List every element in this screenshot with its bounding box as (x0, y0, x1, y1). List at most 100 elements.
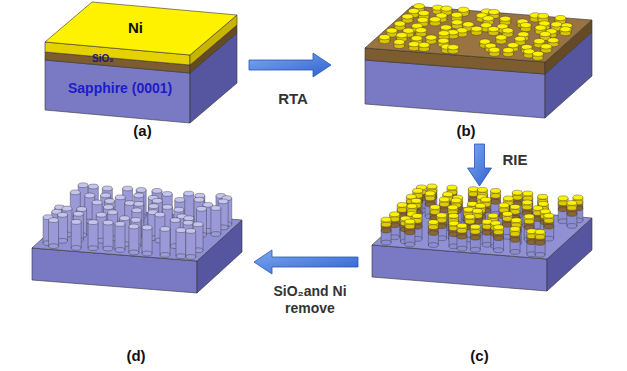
sapphire-pillar (211, 208, 221, 234)
nickel-island (379, 34, 390, 39)
sapphire-pillar (102, 186, 112, 191)
capped-pillar (428, 220, 438, 225)
capped-pillar (439, 202, 449, 207)
capped-pillar (494, 236, 504, 241)
capped-pillar (414, 232, 415, 244)
nickel-island (396, 33, 407, 38)
capped-pillar (443, 192, 453, 197)
capped-pillar (381, 240, 391, 245)
sapphire-pillar (138, 226, 139, 252)
capped-pillar (381, 228, 391, 233)
nickel-island (438, 38, 449, 43)
capped-pillar (405, 224, 415, 229)
layer-label: Ni (128, 19, 143, 36)
sapphire-pillar (146, 190, 147, 216)
capped-pillar (544, 224, 554, 229)
nickel-island (414, 4, 425, 9)
sapphire-pillar (129, 224, 139, 229)
sapphire-pillar (206, 209, 207, 235)
capped-pillar (381, 217, 391, 222)
capped-pillar (510, 237, 520, 242)
capped-pillar (510, 231, 520, 236)
capped-pillar (512, 195, 522, 200)
sapphire-pillar (154, 215, 155, 241)
nickel-island (500, 16, 511, 21)
nickel-island (458, 7, 469, 12)
sapphire-pillar (103, 223, 113, 249)
nickel-island (534, 39, 545, 44)
sapphire-pillar (185, 231, 186, 257)
capped-pillar (411, 198, 421, 203)
capped-pillar (413, 188, 423, 193)
capped-pillar (457, 246, 467, 251)
capped-pillar (437, 213, 447, 218)
layer-label: SiO₂ (92, 53, 114, 65)
step-label: RTA (268, 90, 318, 107)
sapphire-pillar (62, 206, 72, 211)
sapphire-pillar (186, 255, 196, 260)
nickel-island (535, 25, 546, 30)
capped-pillar (524, 227, 525, 239)
nickel-island (438, 31, 449, 36)
sapphire-pillar (115, 248, 125, 253)
nickel-island (471, 26, 482, 31)
step-label: RIE (490, 151, 540, 168)
capped-pillar (488, 213, 498, 218)
step-label: SiO₂and Ni remove (262, 283, 358, 317)
nickel-island (416, 28, 427, 33)
sapphire-pillar (134, 201, 144, 206)
sapphire-pillar (113, 223, 114, 249)
capped-pillar (381, 231, 382, 243)
process-arrow (249, 53, 331, 77)
nickel-island (394, 39, 405, 44)
capped-pillar (524, 214, 534, 219)
nickel-island (540, 31, 551, 36)
capped-pillar (428, 225, 438, 230)
sapphire-pillar (58, 215, 68, 241)
sapphire-pillar (88, 246, 98, 251)
sapphire-pillar (114, 224, 115, 250)
capped-pillar (475, 203, 485, 208)
capped-pillar (544, 213, 554, 218)
nickel-island (402, 14, 413, 19)
capped-pillar (428, 231, 438, 236)
capped-pillar (466, 237, 467, 249)
capped-pillar (503, 238, 504, 250)
nickel-island (426, 35, 437, 40)
nickel-island (386, 28, 397, 33)
capped-pillar (553, 227, 554, 239)
sapphire-pillar (149, 204, 159, 209)
capped-pillar (438, 233, 439, 245)
capped-pillar (412, 213, 422, 218)
nickel-island (515, 36, 526, 41)
nickel-island (496, 35, 507, 40)
capped-pillar (520, 240, 521, 252)
process-arrow (468, 144, 492, 186)
capped-pillar (422, 202, 423, 214)
capped-pillar (503, 196, 513, 201)
capped-pillar (482, 233, 483, 245)
sapphire-pillar (108, 210, 118, 215)
capped-pillar (428, 233, 429, 245)
sapphire-pillar (85, 193, 95, 198)
sapphire-pillar (184, 216, 194, 221)
capped-pillar (502, 211, 512, 216)
capped-pillar (468, 187, 478, 192)
nickel-island (520, 22, 531, 27)
sapphire-pillar (71, 246, 81, 251)
sapphire-pillar (86, 209, 87, 235)
sapphire-pillar (71, 220, 81, 225)
capped-pillar (427, 184, 437, 189)
sapphire-pillar (105, 199, 115, 204)
sapphire-pillar (103, 223, 104, 249)
capped-pillar (465, 219, 475, 224)
nickel-island (560, 27, 571, 32)
sapphire-pillar (88, 222, 89, 248)
nickel-island (440, 25, 451, 30)
capped-pillar (567, 206, 577, 211)
sapphire-pillar (152, 198, 162, 203)
sapphire-pillar (134, 193, 144, 198)
sapphire-pillar (160, 229, 170, 255)
capped-pillar (535, 252, 545, 257)
nickel-island (541, 44, 552, 49)
